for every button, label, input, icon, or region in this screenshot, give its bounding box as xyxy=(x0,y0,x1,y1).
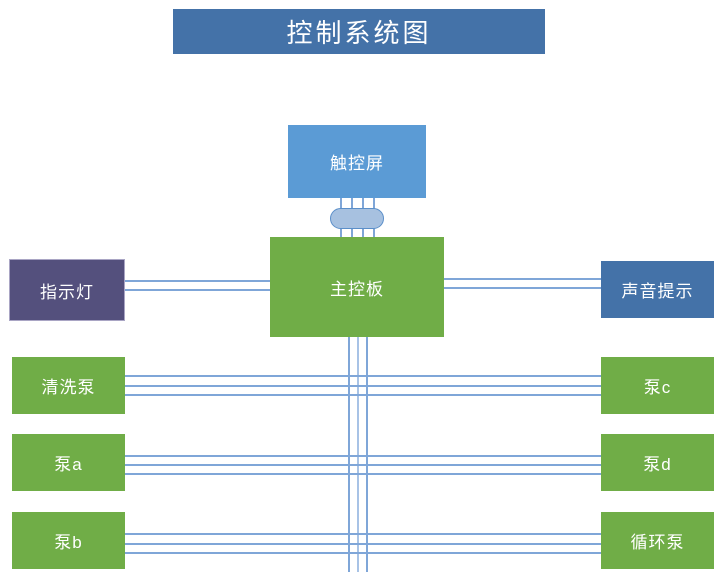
pump-wash-label: 清洗泵 xyxy=(41,378,96,397)
node-pump-wash[interactable]: 清洗泵 xyxy=(12,357,125,414)
node-pump-c[interactable]: 泵c xyxy=(601,357,714,414)
row1-wire-2 xyxy=(124,385,602,387)
node-pump-a[interactable]: 泵a xyxy=(12,434,125,491)
node-pump-circulation[interactable]: 循环泵 xyxy=(601,512,714,569)
row3-wire-2 xyxy=(124,543,602,545)
lamp-board-wire-1 xyxy=(124,280,272,282)
node-sound-prompt[interactable]: 声音提示 xyxy=(601,261,714,318)
touch-screen-label: 触控屏 xyxy=(330,154,384,173)
row2-wire-3 xyxy=(124,473,602,475)
board-sound-wire-1 xyxy=(443,278,603,280)
page-title: 控制系统图 xyxy=(173,9,545,54)
pump-c-label: 泵c xyxy=(643,378,672,397)
sound-prompt-label: 声音提示 xyxy=(621,282,694,301)
node-pump-d[interactable]: 泵d xyxy=(601,434,714,491)
row2-wire-1 xyxy=(124,455,602,457)
row2-wire-2 xyxy=(124,464,602,466)
screen-cable-connector xyxy=(330,208,384,229)
indicator-lamp-label: 指示灯 xyxy=(40,282,94,302)
row1-wire-1 xyxy=(124,375,602,377)
lamp-board-wire-2 xyxy=(124,289,272,291)
board-sound-wire-2 xyxy=(443,287,603,289)
pump-circulation-label: 循环泵 xyxy=(630,533,685,552)
row3-wire-1 xyxy=(124,533,602,535)
bus-vertical-wire-2 xyxy=(357,337,359,572)
pump-a-label: 泵a xyxy=(54,455,83,474)
bus-vertical-wire-1 xyxy=(348,337,350,572)
page-title-label: 控制系统图 xyxy=(286,18,432,48)
node-pump-b[interactable]: 泵b xyxy=(12,512,125,569)
pump-d-label: 泵d xyxy=(643,455,672,474)
node-main-control-board[interactable]: 主控板 xyxy=(270,237,444,337)
row3-wire-3 xyxy=(124,552,602,554)
row1-wire-3 xyxy=(124,394,602,396)
node-touch-screen[interactable]: 触控屏 xyxy=(288,125,426,198)
pump-b-label: 泵b xyxy=(54,533,83,552)
node-indicator-lamp[interactable]: 指示灯 xyxy=(9,259,125,321)
bus-vertical-wire-3 xyxy=(366,337,368,572)
main-board-label: 主控板 xyxy=(330,279,384,299)
